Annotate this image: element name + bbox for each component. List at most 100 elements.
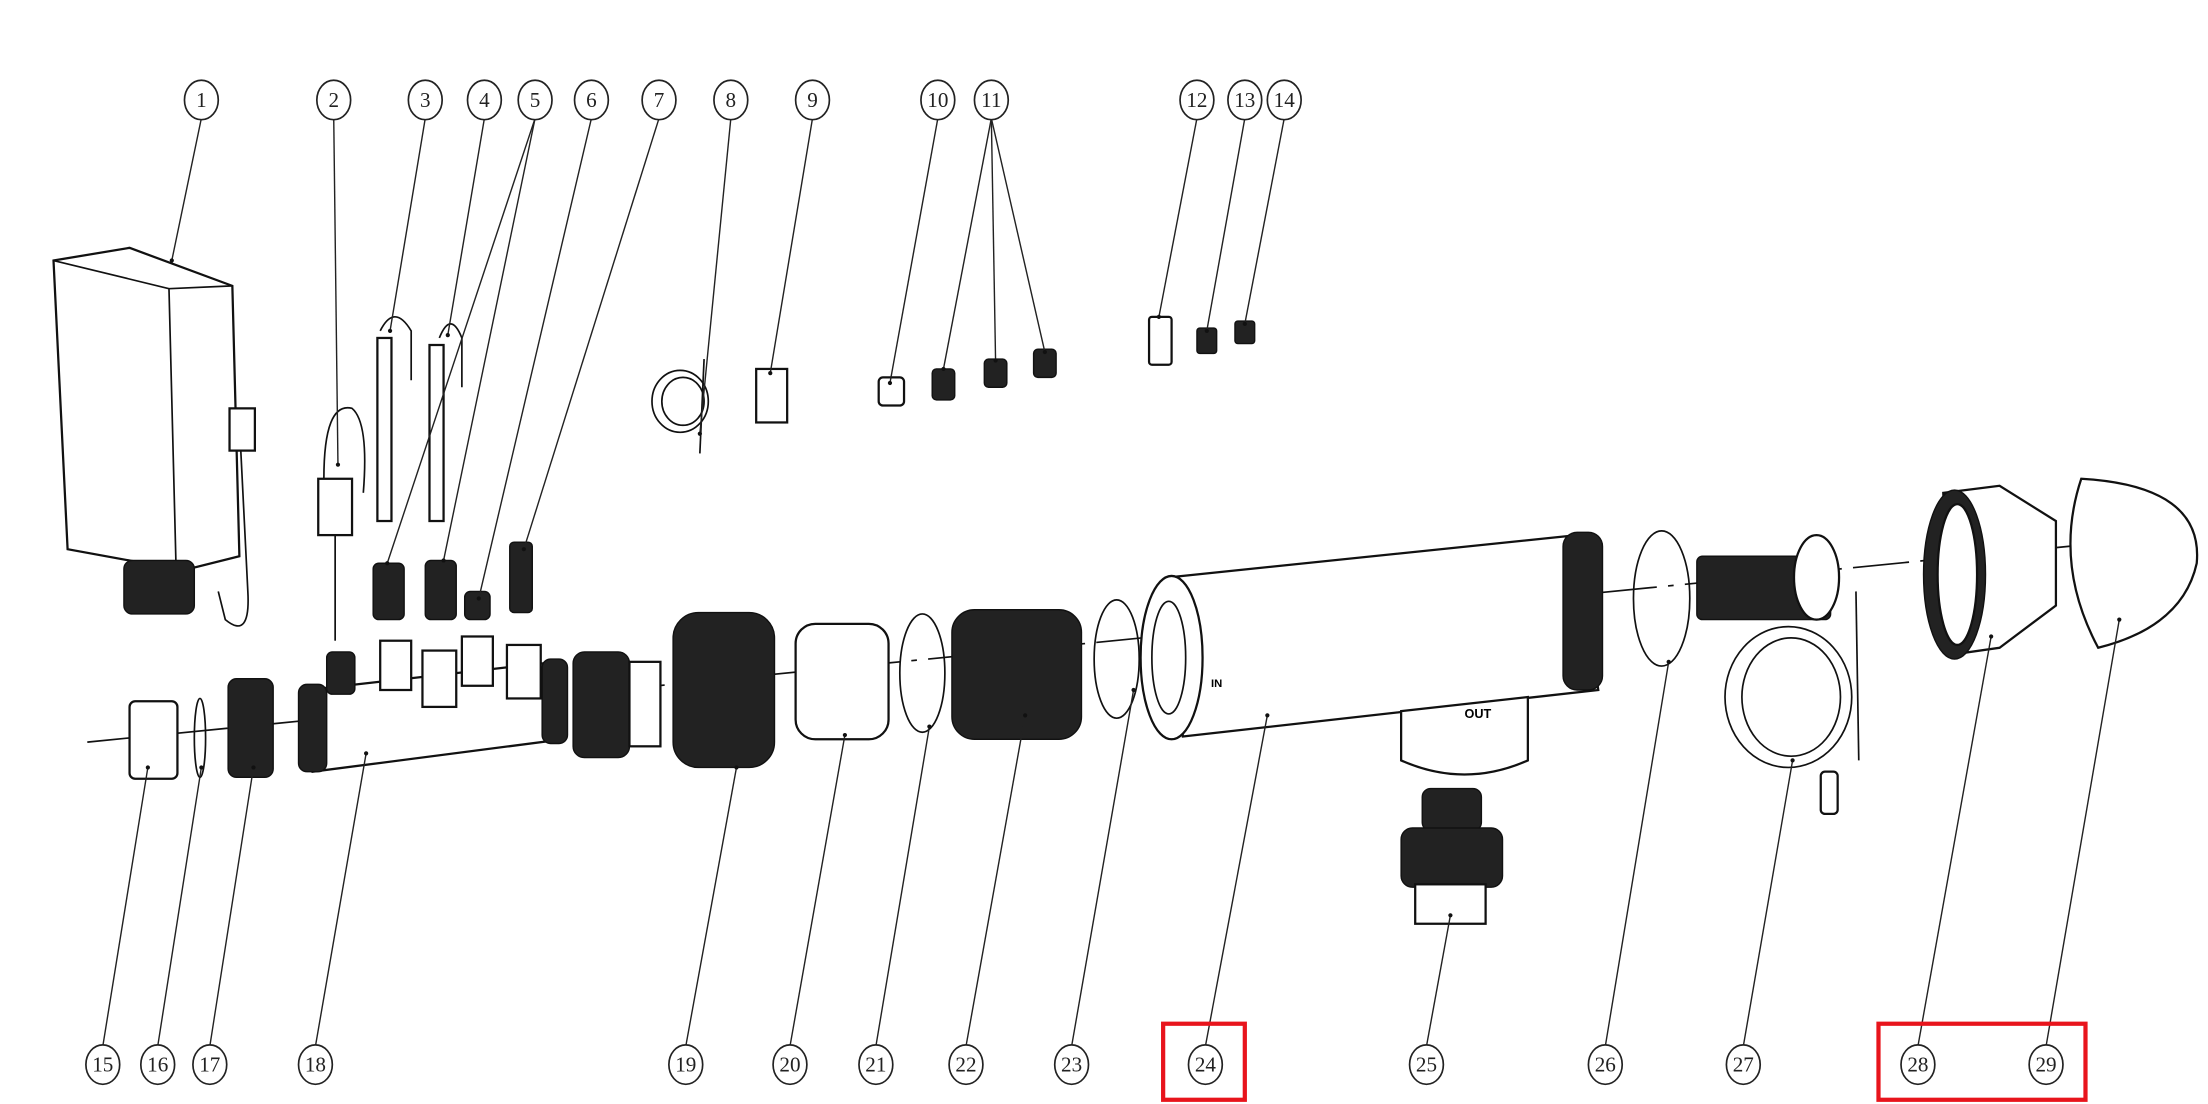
leader-line-29	[2045, 619, 2120, 1047]
part-number: 16	[147, 1053, 168, 1077]
outlet-marking: OUT	[1464, 707, 1491, 721]
leader-dot-10	[887, 380, 893, 386]
leader-dot-12	[1156, 314, 1162, 319]
part-number: 2	[328, 88, 339, 112]
part-label-18: 18	[297, 1044, 334, 1086]
part-1-control-box	[52, 246, 257, 627]
leader-dot-11	[941, 366, 946, 372]
leader-dot-5	[441, 558, 446, 563]
part-number: 9	[807, 88, 818, 112]
part-number: 3	[420, 88, 431, 112]
part-22-union	[951, 609, 1083, 740]
leader-line-26	[1604, 661, 1670, 1047]
leader-line-1	[171, 118, 203, 261]
leader-line-20	[789, 734, 846, 1047]
part-5-6-7-glands	[372, 541, 533, 621]
part-label-2: 2	[315, 79, 352, 121]
part-number: 23	[1061, 1053, 1082, 1077]
part-27-electrode-assembly	[1696, 533, 1860, 816]
leader-line-2	[333, 118, 339, 465]
leader-lines	[102, 118, 2122, 1047]
leader-line-27	[1742, 760, 1794, 1047]
leader-dot-11	[1042, 349, 1047, 355]
leader-line-6	[478, 118, 593, 599]
leader-line-16	[157, 767, 203, 1047]
part-label-22: 22	[948, 1044, 984, 1086]
part-number: 1	[196, 88, 207, 112]
part-number: 20	[779, 1053, 800, 1077]
part-number: 4	[479, 88, 490, 112]
leader-dot-25	[1448, 913, 1453, 918]
leader-line-13	[1206, 118, 1246, 332]
leader-dot-6	[476, 596, 481, 601]
leader-line-5	[386, 118, 536, 564]
part-number: 26	[1595, 1053, 1616, 1077]
leader-dot-24	[1265, 713, 1270, 718]
inlet-marking: IN	[1211, 678, 1222, 690]
part-number: 25	[1416, 1053, 1437, 1077]
part-number: 13	[1234, 88, 1255, 112]
leader-dot-2	[335, 462, 341, 467]
leader-line-4	[447, 118, 486, 336]
leader-dot-1	[169, 258, 174, 263]
part-label-27: 27	[1725, 1044, 1762, 1086]
leader-dot-26	[1666, 659, 1671, 664]
part-18-manifold	[297, 635, 662, 773]
part-29-dome-cap	[2069, 477, 2199, 650]
leader-dot-19	[734, 765, 739, 770]
leader-line-3	[389, 118, 426, 332]
leader-dot-22	[1023, 713, 1028, 718]
leader-dot-21	[927, 724, 932, 729]
leader-line-7	[523, 118, 660, 550]
part-25-outlet-union	[1400, 787, 1504, 925]
part-label-1: 1	[183, 79, 220, 121]
leader-line-23	[1070, 689, 1135, 1047]
part-number: 5	[530, 88, 541, 112]
part-label-14: 14	[1266, 79, 1302, 121]
part-label-11: 11	[973, 79, 1010, 121]
part-number: 28	[1907, 1053, 1928, 1077]
highlight-box-28-29	[1876, 1021, 2088, 1102]
part-number: 14	[1274, 88, 1296, 112]
part-number: 11	[981, 88, 1001, 112]
leader-line-24	[1204, 715, 1269, 1047]
leader-dot-20	[842, 732, 848, 738]
part-number: 27	[1733, 1053, 1754, 1077]
leader-dot-23	[1131, 687, 1136, 693]
leader-line-28	[1917, 636, 1992, 1047]
part-label-4: 4	[466, 79, 503, 121]
part-label-28: 28	[1900, 1044, 1936, 1086]
part-label-25: 25	[1408, 1044, 1445, 1086]
part-number: 6	[586, 88, 597, 112]
part-15-17-fittings	[128, 678, 274, 780]
part-label-20: 20	[772, 1044, 808, 1086]
leader-line-18	[314, 753, 367, 1047]
leader-line-25	[1425, 915, 1452, 1047]
leader-line-11	[990, 118, 997, 361]
leader-line-11	[990, 118, 1046, 353]
part-9-connector	[755, 367, 789, 424]
part-label-12: 12	[1179, 79, 1215, 121]
part-28-cap-ring	[1922, 484, 2058, 660]
part-label-16: 16	[139, 1044, 176, 1086]
part-23-o-ring	[1093, 599, 1141, 720]
leader-line-8	[699, 118, 732, 434]
leader-line-11	[942, 118, 993, 370]
part-number: 18	[305, 1053, 326, 1077]
part-number: 15	[92, 1053, 113, 1077]
part-label-13: 13	[1227, 79, 1263, 121]
leader-line-12	[1158, 118, 1198, 317]
leader-line-10	[889, 118, 939, 384]
leader-line-19	[685, 767, 738, 1047]
part-19-union-nut	[672, 611, 776, 769]
part-8-coil	[651, 359, 710, 454]
part-number: 29	[2036, 1053, 2057, 1077]
part-number: 7	[654, 88, 665, 112]
part-label-29: 29	[2028, 1044, 2064, 1086]
leader-dot-8	[697, 431, 702, 436]
part-label-9: 9	[794, 79, 831, 121]
leader-dot-17	[251, 765, 256, 770]
part-label-5: 5	[517, 79, 553, 121]
